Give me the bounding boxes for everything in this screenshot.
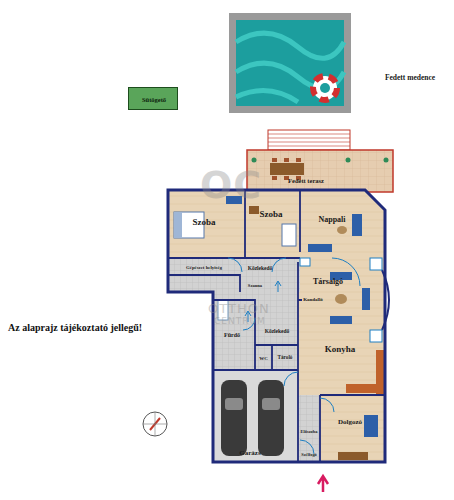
- room: TársalgóKandalló: [300, 262, 380, 330]
- room: Tároló: [272, 346, 298, 369]
- room-label: Előszoba: [301, 430, 318, 434]
- room-label: Konyha: [325, 345, 356, 354]
- watermark: OTTHON: [208, 302, 270, 315]
- pool: Fedett medence: [228, 12, 450, 114]
- room-label: WC: [259, 356, 268, 361]
- room: Dolgozó: [320, 396, 383, 462]
- room: Előszoba: [298, 396, 320, 440]
- room: WC: [255, 346, 272, 369]
- room-label: Gépészet helyiség: [186, 266, 222, 271]
- room-label: Fedett medence: [385, 74, 435, 82]
- room-label: Sütögető: [142, 96, 166, 103]
- pool-drawing: [228, 12, 352, 114]
- terrace: Fedett terasz: [247, 150, 393, 192]
- note-text: Az alaprajz tájékoztató jellegű!: [8, 323, 142, 333]
- room: Konyha: [300, 331, 380, 393]
- room-label: Garázs: [239, 450, 260, 457]
- room-label: Közlekedő: [248, 266, 273, 272]
- room-label: Szoba: [192, 218, 215, 227]
- room-label: Szauna: [248, 284, 262, 289]
- watermark: CENTRUM: [214, 317, 266, 326]
- room-label: Szélfogó: [301, 453, 317, 457]
- room-label: Fedett terasz: [288, 178, 324, 185]
- room-label: Fürdő: [224, 332, 240, 338]
- grill-box: Sütögető: [128, 87, 178, 110]
- room-label: Kandalló: [303, 297, 323, 302]
- room-label: Tároló: [278, 355, 293, 360]
- room: Gépészet helyiség: [168, 259, 240, 275]
- room-label: Társalgó: [313, 278, 343, 286]
- room-label: Nappali: [318, 216, 345, 224]
- room-label: Dolgozó: [338, 419, 362, 426]
- room: Nappali: [300, 192, 368, 250]
- room-label: Szoba: [259, 210, 282, 219]
- room: Garázs: [213, 371, 298, 462]
- room: Szauna: [240, 277, 270, 291]
- room-label: Közlekedő: [265, 329, 290, 335]
- room: Szélfogó: [298, 440, 320, 462]
- watermark: OC: [200, 166, 262, 204]
